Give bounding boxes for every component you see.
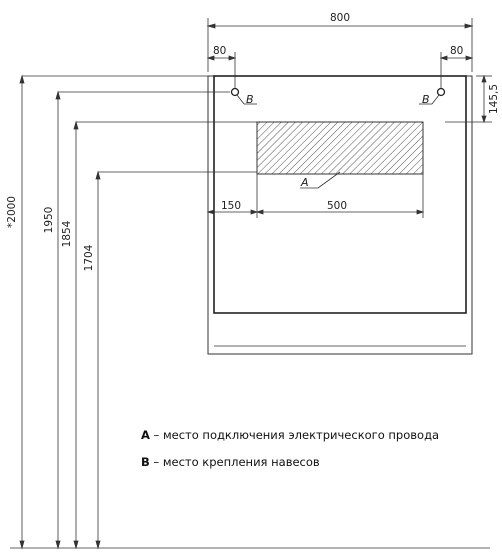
dim-left-80-text: 80: [213, 45, 226, 57]
dim-145-5: [445, 74, 492, 124]
connection-zone-leader: [300, 171, 341, 189]
cabinet-outline: [207, 75, 473, 355]
dim-150-500: [206, 174, 425, 218]
connection-zone-hatch: [256, 121, 424, 175]
dim-left-80: [206, 52, 237, 88]
dim-1704-text: 1704: [83, 244, 95, 271]
dim-width-800: [206, 18, 474, 72]
legend-b-key: B: [141, 455, 150, 469]
mount-points: [230, 87, 446, 97]
dim-right-80: [439, 52, 474, 88]
mount-point-right-label: B: [422, 93, 430, 106]
dim-500-text: 500: [327, 200, 347, 212]
legend-a-text: – место подключения электрического прово…: [149, 428, 440, 442]
legend-b-text: – место крепления навесов: [149, 455, 320, 469]
dim-145-5-text: 145,5: [488, 84, 500, 114]
legend-a-key: A: [141, 428, 150, 442]
dim-1950-text: 1950: [43, 207, 55, 234]
dim-150-text: 150: [221, 200, 241, 212]
mount-point-leaders: [236, 94, 440, 105]
dim-2000-text: *2000: [6, 196, 18, 228]
legend-item-a: A – место подключения электрического про…: [141, 428, 439, 442]
dim-right-80-text: 80: [450, 45, 463, 57]
connection-zone-label: A: [300, 176, 309, 189]
dim-800-text: 800: [330, 12, 350, 24]
mount-point-left-label: B: [246, 93, 254, 106]
height-dimensions: [10, 74, 490, 550]
legend-item-b: B – место крепления навесов: [141, 455, 320, 469]
dim-1854-text: 1854: [61, 220, 73, 247]
